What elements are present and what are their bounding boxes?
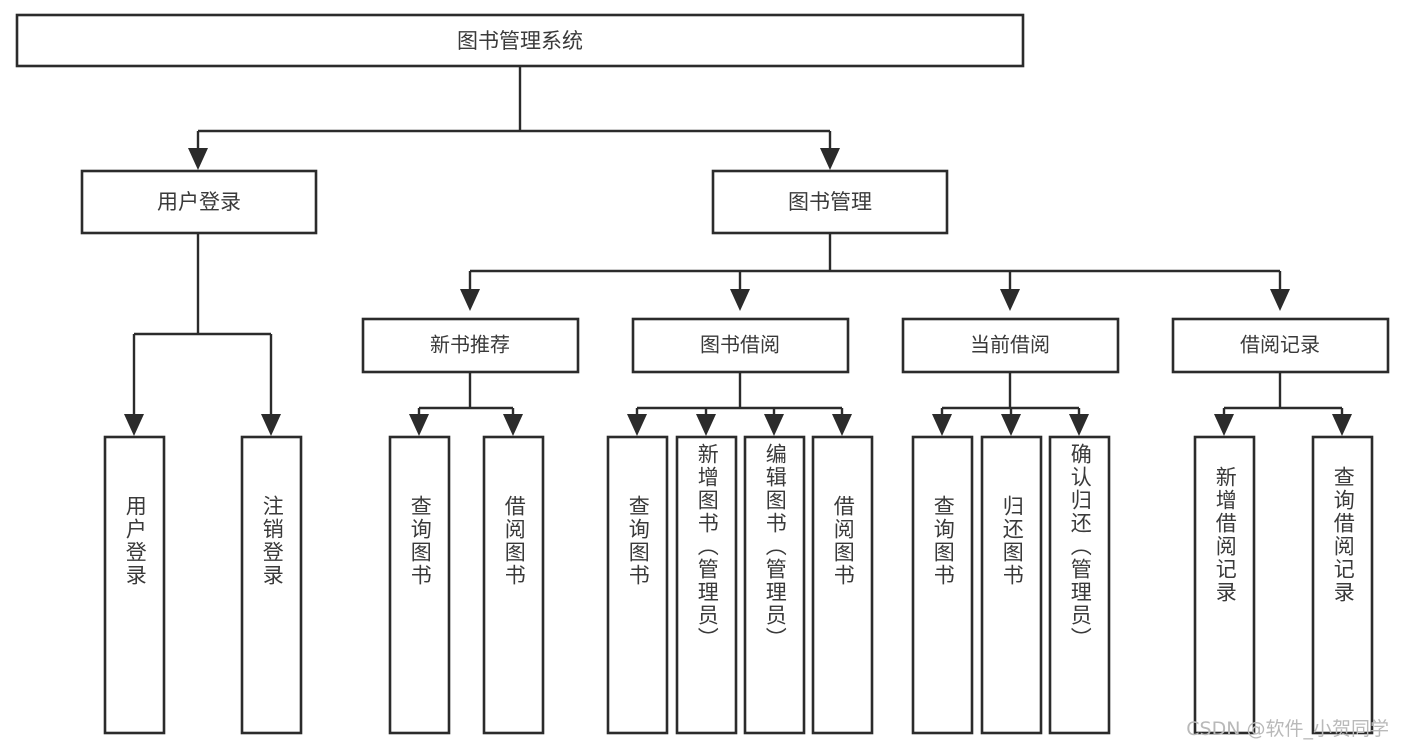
- node-user-login[interactable]: 用户登录: [80, 169, 318, 235]
- arrow-to-borrow-record: [1270, 289, 1290, 311]
- arrow-book-borrow-leaf2: [696, 414, 716, 436]
- leaf-boxes-current-borrow: [911, 435, 1111, 735]
- leaf-box-book-borrow-4[interactable]: [811, 435, 874, 735]
- connector-current-borrow-to-leaves: [932, 372, 1089, 436]
- arrow-current-borrow-leaf1: [932, 414, 952, 436]
- arrow-book-borrow-leaf3: [764, 414, 784, 436]
- node-root[interactable]: 图书管理系统: [15, 13, 1025, 68]
- leaf-box-book-borrow-1[interactable]: [606, 435, 669, 735]
- node-root-box[interactable]: [15, 13, 1025, 68]
- arrow-new-book-leaf1: [409, 414, 429, 436]
- leaf-boxes-borrow-record: [1193, 435, 1374, 735]
- arrow-current-borrow-leaf3: [1069, 414, 1089, 436]
- connector-borrow-record-to-leaves: [1214, 372, 1352, 436]
- connector-user-login-to-leaves: [124, 233, 281, 436]
- node-book-manage-box[interactable]: [711, 169, 949, 235]
- connector-book-manage-to-level3: [460, 233, 1290, 311]
- arrow-new-book-leaf2: [503, 414, 523, 436]
- leaf-boxes-user-login: [103, 435, 303, 735]
- watermark-csdn: CSDN @软件_小贺同学: [1186, 718, 1389, 740]
- node-book-borrow-box[interactable]: [631, 317, 850, 374]
- node-borrow-record-box[interactable]: [1171, 317, 1390, 374]
- node-user-login-label: 用户登录: [157, 190, 241, 214]
- node-current-borrow[interactable]: 当前借阅: [901, 317, 1120, 374]
- leaf-box-current-borrow-3[interactable]: [1048, 435, 1111, 735]
- leaf-box-book-borrow-3[interactable]: [743, 435, 806, 735]
- leaf-box-book-borrow-2[interactable]: [675, 435, 738, 735]
- leaf-box-new-book-2[interactable]: [482, 435, 545, 735]
- arrow-book-borrow-leaf4: [832, 414, 852, 436]
- leaf-box-borrow-record-2[interactable]: [1311, 435, 1374, 735]
- node-borrow-record[interactable]: 借阅记录: [1171, 317, 1390, 374]
- connector-new-book-to-leaves: [409, 372, 523, 436]
- leaf-box-user-login-2[interactable]: [240, 435, 303, 735]
- node-current-borrow-label: 当前借阅: [970, 333, 1050, 357]
- leaf-box-borrow-record-1[interactable]: [1193, 435, 1256, 735]
- arrow-to-book-borrow: [730, 289, 750, 311]
- node-book-manage[interactable]: 图书管理: [711, 169, 949, 235]
- arrow-borrow-record-leaf1: [1214, 414, 1234, 436]
- leaf-box-user-login-1[interactable]: [103, 435, 166, 735]
- node-book-borrow-label: 图书借阅: [700, 333, 780, 357]
- node-new-book-recommend[interactable]: 新书推荐: [361, 317, 580, 374]
- arrow-book-borrow-leaf1: [627, 414, 647, 436]
- node-new-book-recommend-label: 新书推荐: [430, 333, 510, 357]
- leaf-boxes-book-borrow: [606, 435, 874, 735]
- leaf-box-current-borrow-1[interactable]: [911, 435, 974, 735]
- arrow-user-login-leaf1: [124, 414, 144, 436]
- arrow-to-new-book: [460, 289, 480, 311]
- connector-book-borrow-to-leaves: [627, 372, 852, 436]
- node-book-borrow[interactable]: 图书借阅: [631, 317, 850, 374]
- arrow-to-current-borrow: [1000, 289, 1020, 311]
- connector-root-to-level2: [188, 66, 840, 170]
- leaf-box-new-book-1[interactable]: [388, 435, 451, 735]
- arrow-current-borrow-leaf2: [1001, 414, 1021, 436]
- arrow-user-login-leaf2: [261, 414, 281, 436]
- node-new-book-recommend-box[interactable]: [361, 317, 580, 374]
- node-book-manage-label: 图书管理: [788, 190, 872, 214]
- node-user-login-box[interactable]: [80, 169, 318, 235]
- leaf-box-current-borrow-2[interactable]: [980, 435, 1043, 735]
- node-current-borrow-box[interactable]: [901, 317, 1120, 374]
- arrow-borrow-record-leaf2: [1332, 414, 1352, 436]
- node-root-label: 图书管理系统: [457, 29, 583, 53]
- arrow-to-user-login: [188, 148, 208, 170]
- arrow-to-book-manage: [820, 148, 840, 170]
- leaf-boxes-new-book-recommend: [388, 435, 545, 735]
- node-borrow-record-label: 借阅记录: [1240, 333, 1320, 357]
